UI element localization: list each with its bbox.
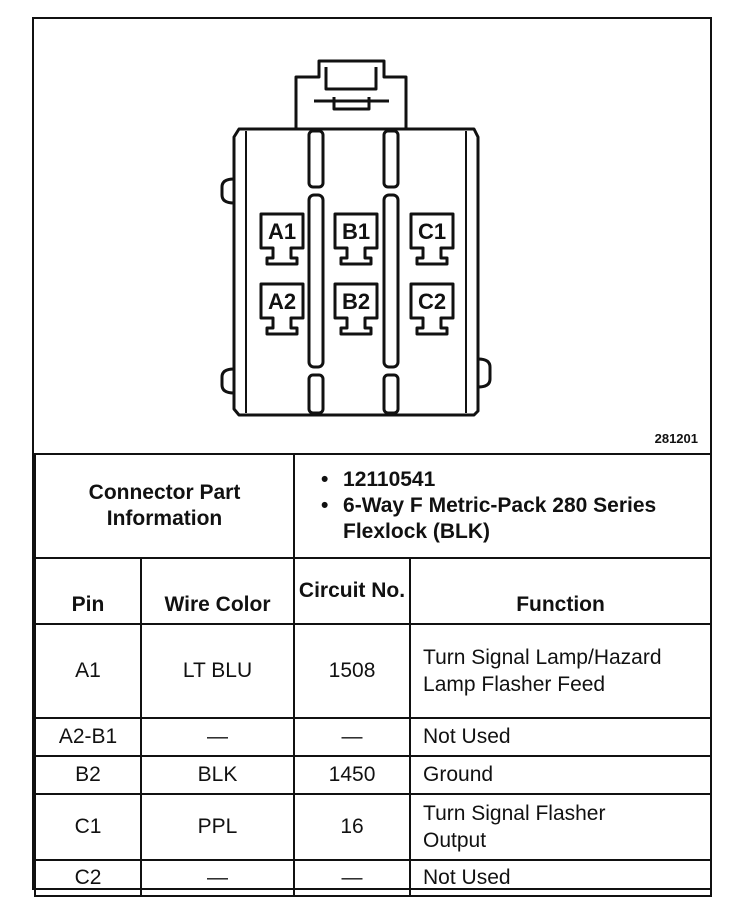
table-row: A1 LT BLU 1508 Turn Signal Lamp/Hazard L…: [34, 623, 713, 719]
connector-description: 6-Way F Metric-Pack 280 Series Flexlock …: [343, 494, 657, 543]
table-row: C2 — — Not Used: [34, 859, 713, 897]
terminal-cavity-c1: [409, 212, 455, 266]
wire-color-cell: BLK: [139, 755, 296, 795]
pin-cell: B2: [34, 755, 142, 795]
pin-cell: C2: [34, 859, 142, 897]
cavity-label-c2: C2: [418, 289, 446, 314]
wire-color-cell: —: [139, 717, 296, 757]
table-row: C1 PPL 16 Turn Signal Flasher Output: [34, 793, 713, 861]
function-cell: Not Used: [409, 717, 713, 757]
cavity-label-b2: B2: [342, 289, 370, 314]
connector-table: Connector Part Information •12110541 •6-…: [33, 453, 713, 897]
connector-info-label: Connector Part Information: [88, 481, 241, 530]
terminal-cavity-c2: [409, 282, 455, 336]
connector-info-list: •12110541 •6-Way F Metric-Pack 280 Serie…: [295, 461, 710, 551]
table-row: A2-B1 — — Not Used: [34, 717, 713, 757]
terminal-cavity-b2: [333, 282, 379, 336]
function-cell: Not Used: [409, 859, 713, 897]
connector-info-details-cell: •12110541 •6-Way F Metric-Pack 280 Serie…: [293, 453, 713, 559]
part-number: 12110541: [343, 468, 436, 491]
cavity-label-a1: A1: [268, 219, 296, 244]
function-cell: Turn Signal Flasher Output: [409, 793, 713, 861]
cavity-label-b1: B1: [342, 219, 370, 244]
header-wire-color: Wire Color: [139, 557, 296, 625]
wire-color-cell: —: [139, 859, 296, 897]
function-cell: Turn Signal Lamp/Hazard Lamp Flasher Fee…: [409, 623, 713, 719]
circuit-no-cell: 16: [293, 793, 412, 861]
header-circuit-no: Circuit No.: [293, 557, 412, 625]
wire-color-cell: LT BLU: [139, 623, 296, 719]
pin-cell: A2-B1: [34, 717, 142, 757]
connector-info-item: •12110541: [321, 468, 436, 491]
table-row: B2 BLK 1450 Ground: [34, 755, 713, 795]
circuit-no-cell: —: [293, 717, 412, 757]
cavity-label-a2: A2: [268, 289, 296, 314]
circuit-no-cell: —: [293, 859, 412, 897]
circuit-no-cell: 1450: [293, 755, 412, 795]
terminal-cavity-a1: [259, 212, 305, 266]
cavity-label-c1: C1: [418, 219, 446, 244]
pin-cell: C1: [34, 793, 142, 861]
connector-info-label-cell: Connector Part Information: [33, 453, 296, 559]
table-header-row: Pin Wire Color Circuit No. Function: [34, 557, 713, 625]
figure-id: 281201: [654, 431, 698, 446]
function-cell: Ground: [409, 755, 713, 795]
header-pin: Pin: [34, 557, 142, 625]
circuit-no-cell: 1508: [293, 623, 412, 719]
pin-cell: A1: [34, 623, 142, 719]
wire-color-cell: PPL: [139, 793, 296, 861]
header-function: Function: [409, 557, 713, 625]
connector-info-item: •6-Way F Metric-Pack 280 Series Flexlock…: [321, 494, 657, 543]
connector-info-row: Connector Part Information •12110541 •6-…: [33, 453, 713, 559]
terminal-cavity-b1: [333, 212, 379, 266]
terminal-cavity-a2: [259, 282, 305, 336]
